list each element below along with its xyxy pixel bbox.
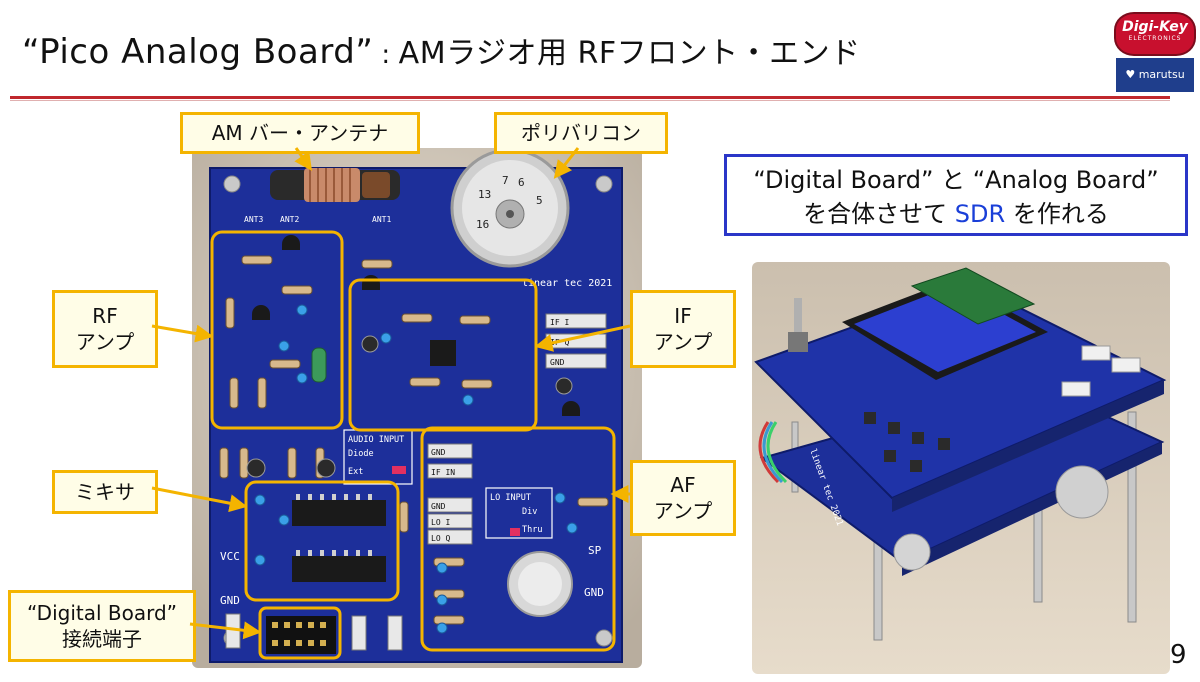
title-separator: :: [381, 40, 391, 70]
if-i-label: IF I: [550, 318, 569, 327]
callout-antenna-text: AM バー・アンテナ: [211, 121, 389, 145]
if-amp-highlight: [348, 278, 538, 432]
callout-if-amp-line2: アンプ: [653, 330, 713, 354]
lo-input-label: LO INPUT: [490, 493, 531, 503]
callout-if-amp: IF アンプ: [630, 290, 736, 368]
callout-connector-line2: 接続端子: [62, 627, 142, 651]
title-rule: [10, 96, 1170, 99]
ext-label: Ext: [348, 467, 363, 477]
callout-if-amp-line1: IF: [674, 304, 692, 328]
gnd-label: GND: [431, 448, 446, 457]
gnd-label: GND: [550, 358, 565, 367]
page-number: 9: [1170, 640, 1187, 670]
callout-af-amp: AF アンプ: [630, 460, 736, 536]
if-q-label: IF Q: [550, 338, 569, 347]
diode-label: Diode: [348, 449, 374, 459]
gnd-label: GND: [584, 586, 604, 599]
ant1-label: ANT1: [372, 215, 391, 224]
sp-label: SP: [588, 544, 602, 557]
dial-number: 7: [502, 174, 509, 187]
title-subtitle: AMラジオ用 RFフロント・エンド: [398, 36, 861, 71]
div-label: Div: [522, 507, 537, 517]
digikey-logo-text: Digi-Key: [1122, 19, 1188, 35]
dial-number: 16: [476, 218, 489, 231]
callout-mixer-text: ミキサ: [75, 480, 135, 504]
if-in-label: IF IN: [431, 468, 455, 477]
callout-mixer: ミキサ: [52, 470, 158, 514]
stacked-boards-photo: linear tec 2021: [752, 262, 1170, 674]
sdr-note-box: “Digital Board” と “Analog Board” を合体させて …: [724, 154, 1188, 236]
thru-label: Thru: [522, 525, 542, 535]
stacked-boards-illustration: linear tec 2021: [752, 262, 1170, 674]
callout-varicon-text: ポリバリコン: [521, 121, 641, 145]
ant2-label: ANT2: [280, 215, 299, 224]
brand-label: linear tec 2021: [522, 278, 612, 289]
callout-varicon: ポリバリコン: [494, 112, 668, 154]
sdr-note-line1: “Digital Board” と “Analog Board”: [753, 166, 1159, 194]
title-main: “Pico Analog Board”: [22, 32, 374, 72]
digikey-logo: Digi-Key ELECTRONICS: [1114, 12, 1196, 56]
dial-number: 6: [518, 176, 525, 189]
dial-number: 13: [478, 188, 491, 201]
callout-connector: “Digital Board” 接続端子: [8, 590, 196, 662]
sdr-note-line2: を合体させて SDR を作れる: [727, 197, 1185, 231]
gnd-label: GND: [220, 594, 240, 607]
callout-rf-amp-line1: RF: [92, 304, 118, 328]
callout-af-amp-line2: アンプ: [653, 499, 713, 523]
analog-board-illustration: 13 16 7 6 5 ANT3 ANT2 ANT1 linear tec 20…: [192, 148, 642, 668]
lo-i-label: LO I: [431, 518, 450, 527]
sdr-note-post: を作れる: [1005, 200, 1109, 228]
callout-rf-amp-line2: アンプ: [75, 330, 135, 354]
slide-title: “Pico Analog Board”:AMラジオ用 RFフロント・エンド: [22, 28, 861, 72]
marutsu-logo-text: marutsu: [1138, 68, 1185, 81]
mixer-highlight: [244, 480, 400, 602]
analog-board-photo: 13 16 7 6 5 ANT3 ANT2 ANT1 linear tec 20…: [192, 148, 642, 668]
digikey-logo-subtext: ELECTRONICS: [1128, 35, 1182, 42]
marutsu-logo: ♥ marutsu: [1116, 58, 1194, 92]
audio-input-label: AUDIO INPUT: [348, 435, 404, 445]
vcc-label: VCC: [220, 550, 240, 563]
callout-antenna: AM バー・アンテナ: [180, 112, 420, 154]
callout-rf-amp: RF アンプ: [52, 290, 158, 368]
dial-number: 5: [536, 194, 543, 207]
callout-af-amp-line1: AF: [670, 473, 696, 497]
lo-q-label: LO Q: [431, 534, 450, 543]
ant3-label: ANT3: [244, 215, 263, 224]
callout-connector-line1: “Digital Board”: [26, 601, 178, 625]
title-rule-shadow: [10, 100, 1170, 101]
af-amp-highlight: [420, 426, 616, 652]
gnd-label: GND: [431, 502, 446, 511]
marutsu-heart-icon: ♥: [1125, 68, 1136, 81]
sdr-note-pre: を合体させて: [803, 200, 955, 228]
sdr-note-sdr: SDR: [954, 200, 1006, 228]
